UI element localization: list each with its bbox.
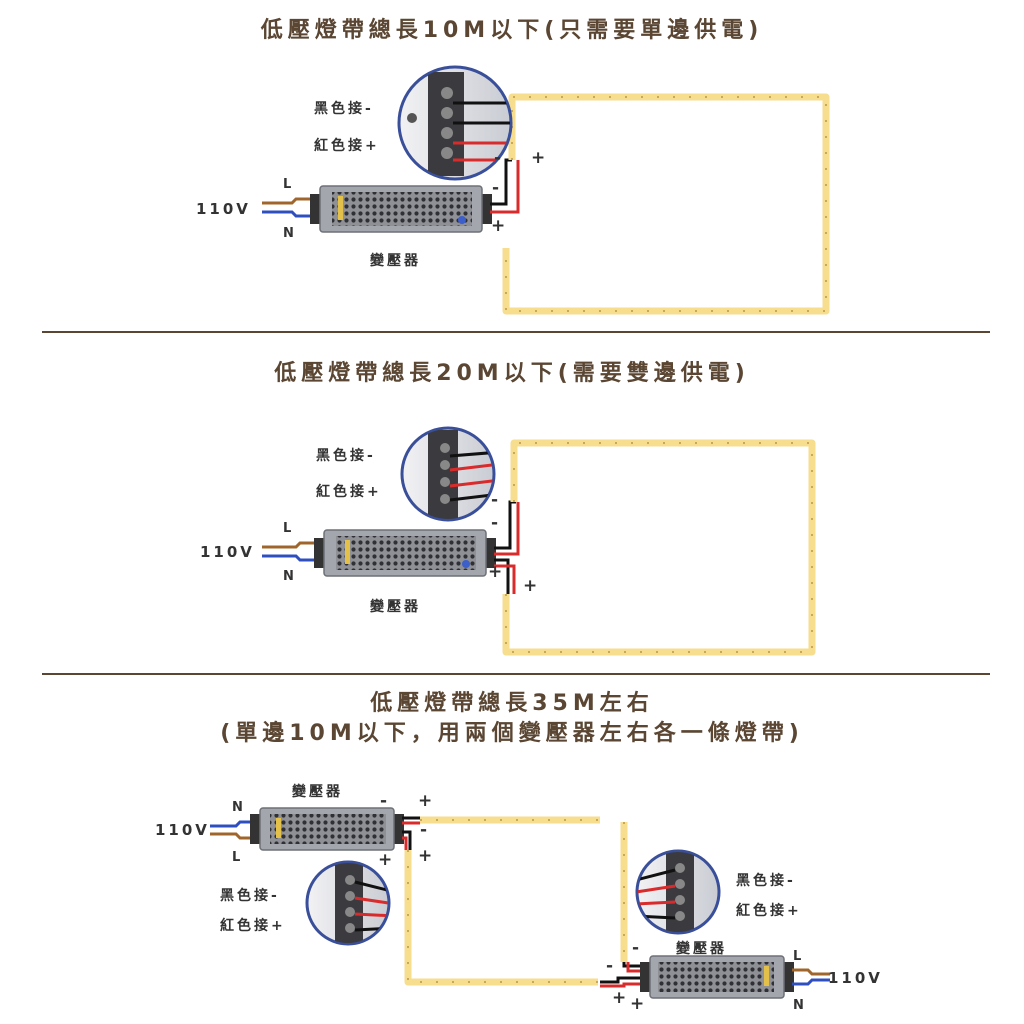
voltage-label-left: 110V <box>155 821 210 839</box>
wire-red <box>600 982 648 988</box>
transformer-box <box>250 807 404 851</box>
section3-title-line1: 低壓燈帶總長35M左右 <box>370 691 654 716</box>
minus-sign: - <box>420 820 428 840</box>
terminal-zoom <box>397 65 513 181</box>
wire-n <box>262 554 322 562</box>
transformer-box <box>310 185 492 233</box>
led-strip-dots <box>505 442 813 653</box>
led-strip <box>502 93 830 315</box>
pin-n-label: N <box>283 226 294 241</box>
led-strip-dots <box>407 850 598 983</box>
pin-n-label-right: N <box>793 998 804 1013</box>
transformer-label: 變壓器 <box>370 599 421 615</box>
plus-sign: + <box>523 576 538 596</box>
pin-l-label: L <box>283 521 292 536</box>
wire-n <box>210 820 258 828</box>
led-strip <box>404 850 598 986</box>
voltage-label: 110V <box>196 200 251 218</box>
wire-l <box>792 968 830 976</box>
black-terminal-label-right: 黑色接- <box>736 873 796 889</box>
red-terminal-label: 紅色接+ <box>314 138 380 154</box>
wire-red <box>494 564 516 594</box>
minus-sign: - <box>632 938 640 958</box>
plus-sign: + <box>612 988 627 1008</box>
pin-l-label: L <box>283 177 292 192</box>
wire-l <box>210 832 258 840</box>
pin-l-label-right: L <box>793 949 802 964</box>
transformer-box <box>314 529 496 577</box>
minus-sign: - <box>491 513 499 533</box>
section1-graphics <box>262 65 830 315</box>
wire-red <box>494 502 520 556</box>
led-strip <box>502 439 816 656</box>
plus-sign: + <box>491 216 506 236</box>
black-terminal-label-left: 黑色接- <box>220 888 280 904</box>
plus-sign: + <box>531 148 546 168</box>
section3-title-line2: (單邊10M以下，用兩個變壓器左右各一條燈帶) <box>220 721 804 746</box>
wire-n <box>262 210 318 218</box>
minus-sign: - <box>380 791 388 811</box>
wire-red <box>490 160 520 214</box>
voltage-label-right: 110V <box>828 969 883 987</box>
pin-l-label-left: L <box>232 850 241 865</box>
wire-black <box>600 976 648 984</box>
black-terminal-label: 黑色接- <box>314 101 374 117</box>
section2-graphics <box>262 426 816 656</box>
minus-sign: - <box>492 178 500 198</box>
pin-n-label-left: N <box>232 800 243 815</box>
transformer-label-right: 變壓器 <box>676 941 727 957</box>
minus-sign: - <box>494 148 502 168</box>
red-terminal-label-right: 紅色接+ <box>736 903 802 919</box>
wire-black <box>402 830 412 850</box>
red-terminal-label-left: 紅色接+ <box>220 918 286 934</box>
voltage-label: 110V <box>200 543 255 561</box>
wire-red <box>402 836 408 850</box>
transformer-label: 變壓器 <box>370 253 421 269</box>
section1-title: 低壓燈帶總長10M以下(只需要單邊供電) <box>260 18 764 43</box>
section-divider <box>42 673 990 675</box>
section3-graphics <box>210 807 830 999</box>
plus-sign: + <box>630 994 645 1014</box>
black-terminal-label: 黑色接- <box>316 448 376 464</box>
red-terminal-label: 紅色接+ <box>316 484 382 500</box>
terminal-zoom <box>400 426 496 522</box>
section-divider <box>42 331 990 333</box>
wire-l <box>262 541 322 549</box>
led-strip-dots <box>505 96 827 312</box>
wire-l <box>262 197 318 205</box>
transformer-label-left: 變壓器 <box>292 784 343 800</box>
transformer-box <box>640 955 794 999</box>
pin-n-label: N <box>283 569 294 584</box>
section2-title: 低壓燈帶總長20M以下(需要雙邊供電) <box>274 361 750 386</box>
plus-sign: + <box>418 846 433 866</box>
terminal-zoom <box>635 849 721 935</box>
terminal-zoom <box>305 860 391 946</box>
minus-sign: - <box>491 490 499 510</box>
wire-n <box>792 978 830 986</box>
plus-sign: + <box>488 562 503 582</box>
plus-sign: + <box>378 850 393 870</box>
wire-black <box>494 558 510 594</box>
plus-sign: + <box>418 791 433 811</box>
minus-sign: - <box>606 956 614 976</box>
